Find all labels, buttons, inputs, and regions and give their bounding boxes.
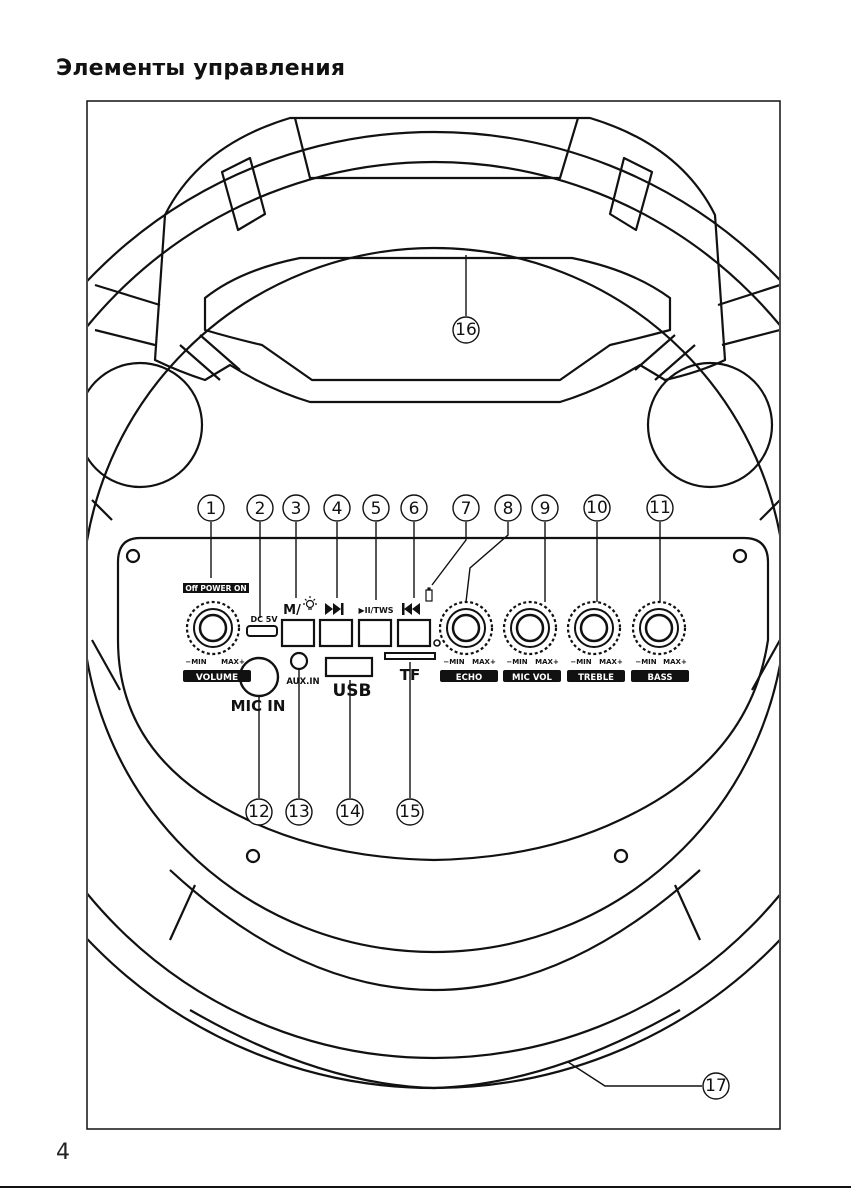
power-label: Off POWER ON [185, 584, 246, 593]
callout-11: 11 [647, 495, 673, 521]
panel-screw-br [615, 850, 627, 862]
echo-knob[interactable] [440, 602, 492, 654]
callout-7: 7 [453, 495, 479, 521]
usb-port[interactable] [326, 658, 372, 676]
callout-12: 12 [246, 799, 272, 825]
bass-knob[interactable] [633, 602, 685, 654]
svg-text:9: 9 [540, 499, 551, 519]
svg-text:2: 2 [255, 499, 266, 519]
side-rib-right [752, 500, 780, 690]
dc-5v-label: DC 5V [250, 615, 278, 624]
panel-screw-tl [127, 550, 139, 562]
bottom-bumper [170, 870, 700, 990]
treble-label: TREBLE [578, 673, 614, 683]
bass-max-label: MAX+ [663, 658, 687, 666]
echo-max-label: MAX+ [472, 658, 496, 666]
svg-text:1: 1 [206, 499, 217, 519]
aux-in-jack[interactable] [291, 653, 307, 669]
callout-10: 10 [584, 495, 610, 521]
bottom-rule [0, 1186, 851, 1188]
next-track-icon [325, 603, 344, 615]
callout-4: 4 [324, 495, 350, 521]
charge-led [434, 640, 440, 646]
treble-max-label: MAX+ [599, 658, 623, 666]
callout-3: 3 [283, 495, 309, 521]
svg-text:11: 11 [649, 498, 671, 518]
carry-handle [155, 118, 725, 402]
dc-5v-port[interactable] [247, 626, 277, 636]
callout-2: 2 [247, 495, 273, 521]
bottom-base [190, 1010, 680, 1088]
bass-min-label: −MIN [635, 658, 656, 666]
next-track-button[interactable] [320, 620, 352, 646]
speaker-body-outer [0, 132, 851, 1088]
svg-text:3: 3 [291, 499, 302, 519]
previous-track-button[interactable] [398, 620, 430, 646]
handle-inner-window [205, 258, 670, 380]
battery-indicator-icon [426, 588, 432, 601]
mic-vol-min-label: −MIN [506, 658, 527, 666]
svg-text:10: 10 [586, 498, 608, 518]
svg-text:14: 14 [339, 802, 361, 822]
panel-screw-bl [247, 850, 259, 862]
svg-text:7: 7 [461, 499, 472, 519]
handle-grip-left-slot [222, 158, 265, 230]
echo-min-label: −MIN [443, 658, 464, 666]
volume-label: VOLUME [196, 673, 238, 683]
volume-max-label: MAX+ [221, 658, 245, 666]
callout-1: 1 [198, 495, 224, 521]
volume-knob[interactable] [187, 602, 239, 654]
svg-text:8: 8 [503, 499, 514, 519]
speaker-body-ring [0, 162, 851, 1058]
svg-text:6: 6 [409, 499, 420, 519]
svg-text:13: 13 [288, 802, 310, 822]
volume-min-label: −MIN [185, 658, 206, 666]
mic-vol-label: MIC VOL [512, 673, 552, 683]
svg-text:15: 15 [399, 802, 421, 822]
play-pause-tws-button[interactable] [359, 620, 391, 646]
svg-text:12: 12 [248, 802, 270, 822]
speaker-body-inner-ring [82, 248, 786, 952]
callout-16: 16 [453, 317, 479, 343]
callout-5: 5 [363, 495, 389, 521]
handle-hub-left [78, 363, 202, 487]
mode-light-label: M/ [283, 603, 301, 618]
callout-15: 15 [397, 799, 423, 825]
previous-track-icon [402, 603, 420, 615]
aux-in-label: AUX.IN [286, 677, 319, 687]
callout-14: 14 [337, 799, 363, 825]
callout-8: 8 [495, 495, 521, 521]
tf-card-slot[interactable] [385, 653, 435, 659]
mic-vol-max-label: MAX+ [535, 658, 559, 666]
play-tws-label: ▶II/TWS [358, 606, 393, 615]
handle-grip [295, 118, 578, 178]
callout-13: 13 [286, 799, 312, 825]
callout-9: 9 [532, 495, 558, 521]
svg-text:4: 4 [332, 499, 343, 519]
mode-light-button[interactable] [282, 620, 314, 646]
mic-in-label: MIC IN [231, 697, 286, 715]
callout-17: 17 [703, 1073, 729, 1099]
svg-text:16: 16 [455, 320, 477, 340]
treble-knob[interactable] [568, 602, 620, 654]
bass-label: BASS [648, 673, 673, 683]
svg-text:5: 5 [371, 499, 382, 519]
light-bulb-icon [303, 596, 317, 609]
echo-label: ECHO [456, 673, 482, 683]
page-number: 4 [56, 1140, 70, 1165]
side-rib-left [92, 500, 120, 690]
mic-vol-knob[interactable] [504, 602, 556, 654]
treble-min-label: −MIN [570, 658, 591, 666]
usb-label: USB [332, 681, 371, 701]
panel-screw-tr [734, 550, 746, 562]
svg-text:17: 17 [705, 1076, 727, 1096]
callout-6: 6 [401, 495, 427, 521]
